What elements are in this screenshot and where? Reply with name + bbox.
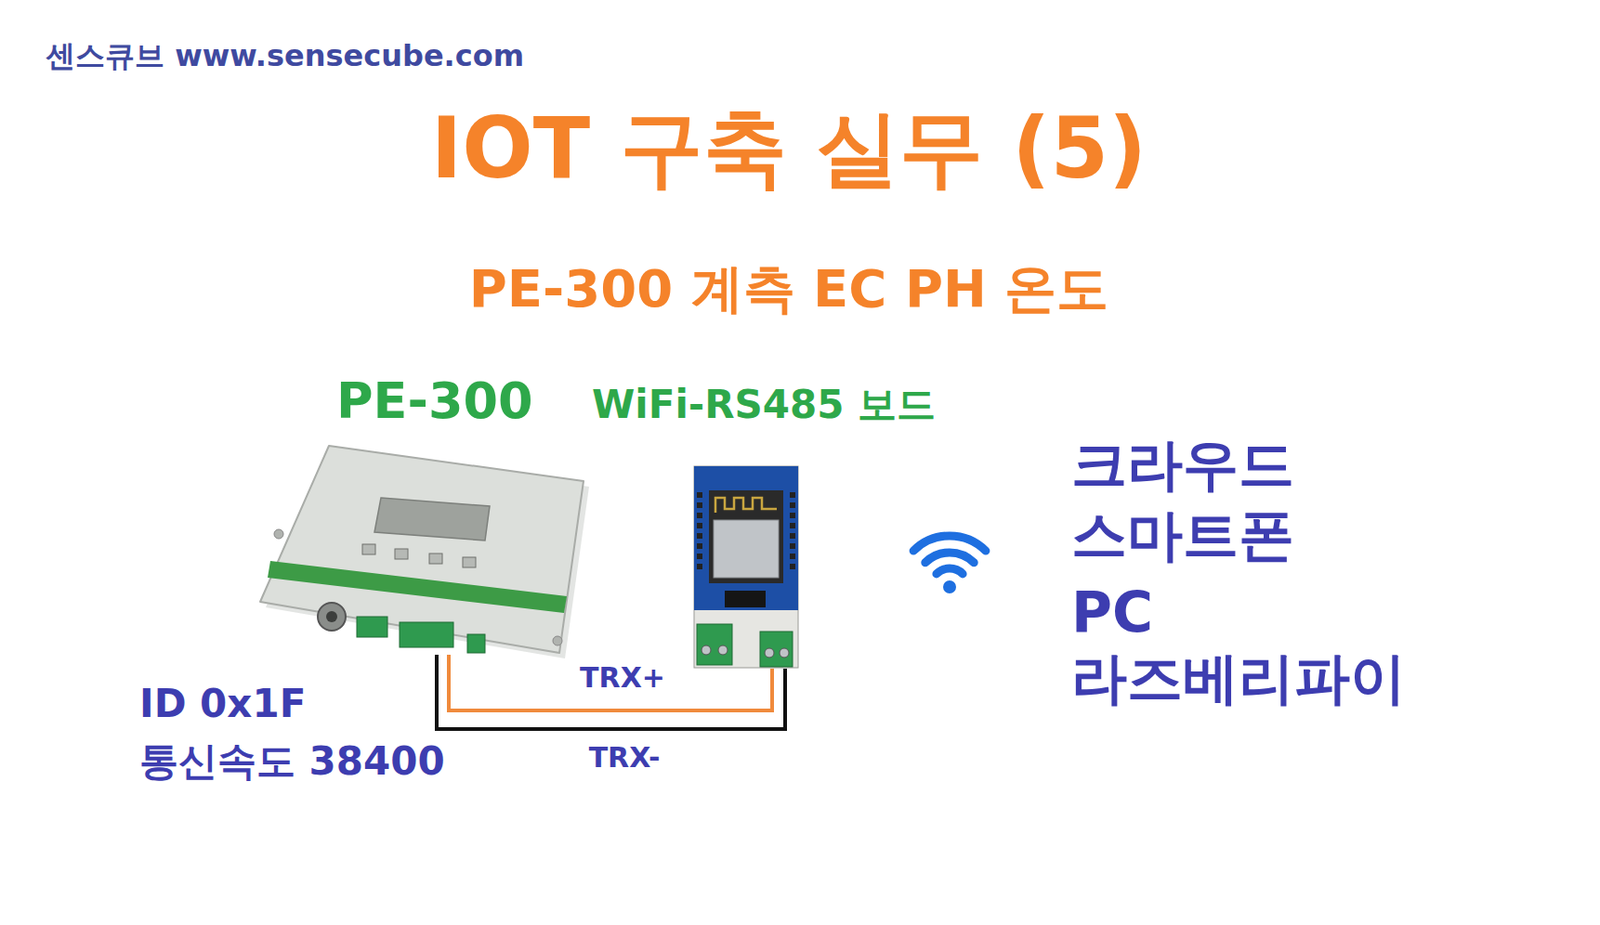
device-node: WiFi-RS485 보드 — [589, 380, 943, 669]
device-node: PE-300 — [258, 376, 588, 656]
node-heading: PE-300 — [336, 372, 534, 431]
board-base — [694, 466, 799, 669]
terminal-block — [399, 622, 454, 648]
terminal-block — [356, 616, 388, 638]
label: 스마트폰 — [1071, 503, 1295, 568]
terminal-screw — [764, 648, 774, 658]
esp-shield — [713, 520, 779, 578]
label: ID 0x1F — [139, 681, 306, 727]
board-illustration — [694, 466, 799, 669]
label-box: 크라우드 — [1071, 432, 1295, 498]
signal-label: TRX+ — [579, 662, 666, 696]
chip — [724, 590, 766, 608]
device-screw — [552, 636, 563, 646]
label: PC — [1071, 580, 1154, 645]
terminal-screw — [718, 645, 728, 656]
label-box: PE-300 계측 EC PH 온도 — [469, 259, 1110, 319]
wifi-dot — [943, 580, 957, 594]
device-screw — [274, 529, 284, 539]
terminal-screw — [779, 648, 789, 658]
label: 크라우드 — [1071, 432, 1295, 498]
label-box: PC — [1071, 580, 1154, 645]
wifi-icon — [913, 536, 986, 594]
antenna — [715, 498, 777, 513]
esp-module — [708, 490, 784, 584]
wire — [448, 655, 773, 711]
signal-label: TRX- — [589, 742, 661, 775]
terminal-block — [696, 624, 733, 666]
device-illustration — [260, 445, 590, 659]
terminal-block — [467, 634, 486, 654]
node-heading: WiFi-RS485 보드 — [591, 382, 936, 428]
wifi-arc — [936, 568, 963, 575]
device-screen — [374, 498, 490, 541]
wire-label-box: TRX+ — [577, 662, 669, 696]
terminal-screw — [701, 645, 711, 656]
wire — [436, 655, 786, 730]
device-button — [462, 557, 476, 568]
bnc-connector — [326, 611, 338, 623]
device-button — [394, 549, 408, 560]
title-box: IOT 구축 실무 (5) — [431, 100, 1147, 197]
board-pcb — [694, 466, 799, 611]
title: IOT 구축 실무 (5) — [431, 100, 1147, 197]
label-box: 라즈베리파이 — [1071, 646, 1406, 711]
label: 라즈베리파이 — [1071, 646, 1406, 711]
wifi-arc — [925, 552, 974, 564]
terminal-block — [760, 631, 793, 668]
label: 센스큐브 www.sensecube.com — [45, 39, 525, 74]
label-box: 센스큐브 www.sensecube.com — [45, 39, 525, 74]
wire-label-box: TRX- — [586, 742, 664, 775]
device-button — [362, 544, 376, 555]
label-box: 통신속도 38400 — [139, 739, 446, 785]
label-box: 스마트폰 — [1071, 503, 1295, 568]
label: 통신속도 38400 — [139, 739, 446, 785]
label: PE-300 계측 EC PH 온도 — [469, 259, 1110, 319]
label-box: ID 0x1F — [139, 681, 306, 727]
device-housing — [260, 445, 584, 654]
device-green-band — [267, 561, 567, 614]
device-button — [429, 553, 443, 564]
bnc-connector — [317, 603, 346, 631]
